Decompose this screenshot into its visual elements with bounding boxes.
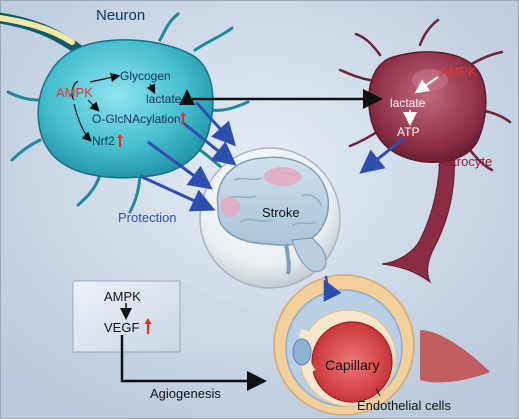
atp-label: ATP — [397, 125, 419, 139]
axon-myelin — [0, 15, 75, 45]
neuron-ampk-label: AMPK — [56, 85, 93, 100]
neuron-title: Neuron — [96, 7, 145, 24]
astrocyte-title: Astrocyte — [438, 154, 492, 169]
capillary-label: Capillary — [325, 357, 379, 373]
inset-projection — [180, 281, 270, 352]
capillary-cross-section — [273, 274, 490, 416]
astrocyte-body — [368, 51, 487, 163]
endothelial-pointer — [375, 387, 381, 397]
inset-vegf-label: VEGF — [104, 320, 139, 335]
astrocyte-endfoot — [381, 149, 455, 284]
infarct-region-left — [220, 196, 240, 218]
glycogen-to-lactate-arrow — [146, 83, 156, 95]
neuron-body — [37, 39, 214, 179]
inset-ampk-label: AMPK — [104, 289, 141, 304]
oglcnac-label: O-GlcNAcylation — [92, 112, 181, 126]
nrf2-label: Nrf2 — [92, 134, 115, 148]
protection-arrows — [139, 100, 405, 302]
brain-illustration — [216, 156, 330, 275]
ampk-to-oglcnac-arrow — [87, 99, 100, 112]
protection-label: Protection — [118, 210, 177, 225]
ampk-to-nrf2-arrow — [73, 103, 92, 142]
glycogen-label: Glycogen — [120, 69, 171, 83]
stroke-label: Stroke — [262, 205, 300, 220]
astrocyte-lactate-label: lactate — [390, 96, 426, 110]
astro-ampk-arrow — [414, 76, 439, 94]
infarct-region-top — [264, 167, 302, 186]
endothelial-cells-label: Endothelial cells — [357, 398, 451, 413]
astrocyte-ampk-label: AMPK — [440, 64, 477, 79]
ampk-to-glycogen-arrow — [89, 72, 121, 83]
neuron-lactate-label: lactate — [146, 92, 182, 106]
angiogenesis-label: Agiogenesis — [150, 386, 221, 401]
angiogenesis-arrow — [120, 335, 267, 391]
